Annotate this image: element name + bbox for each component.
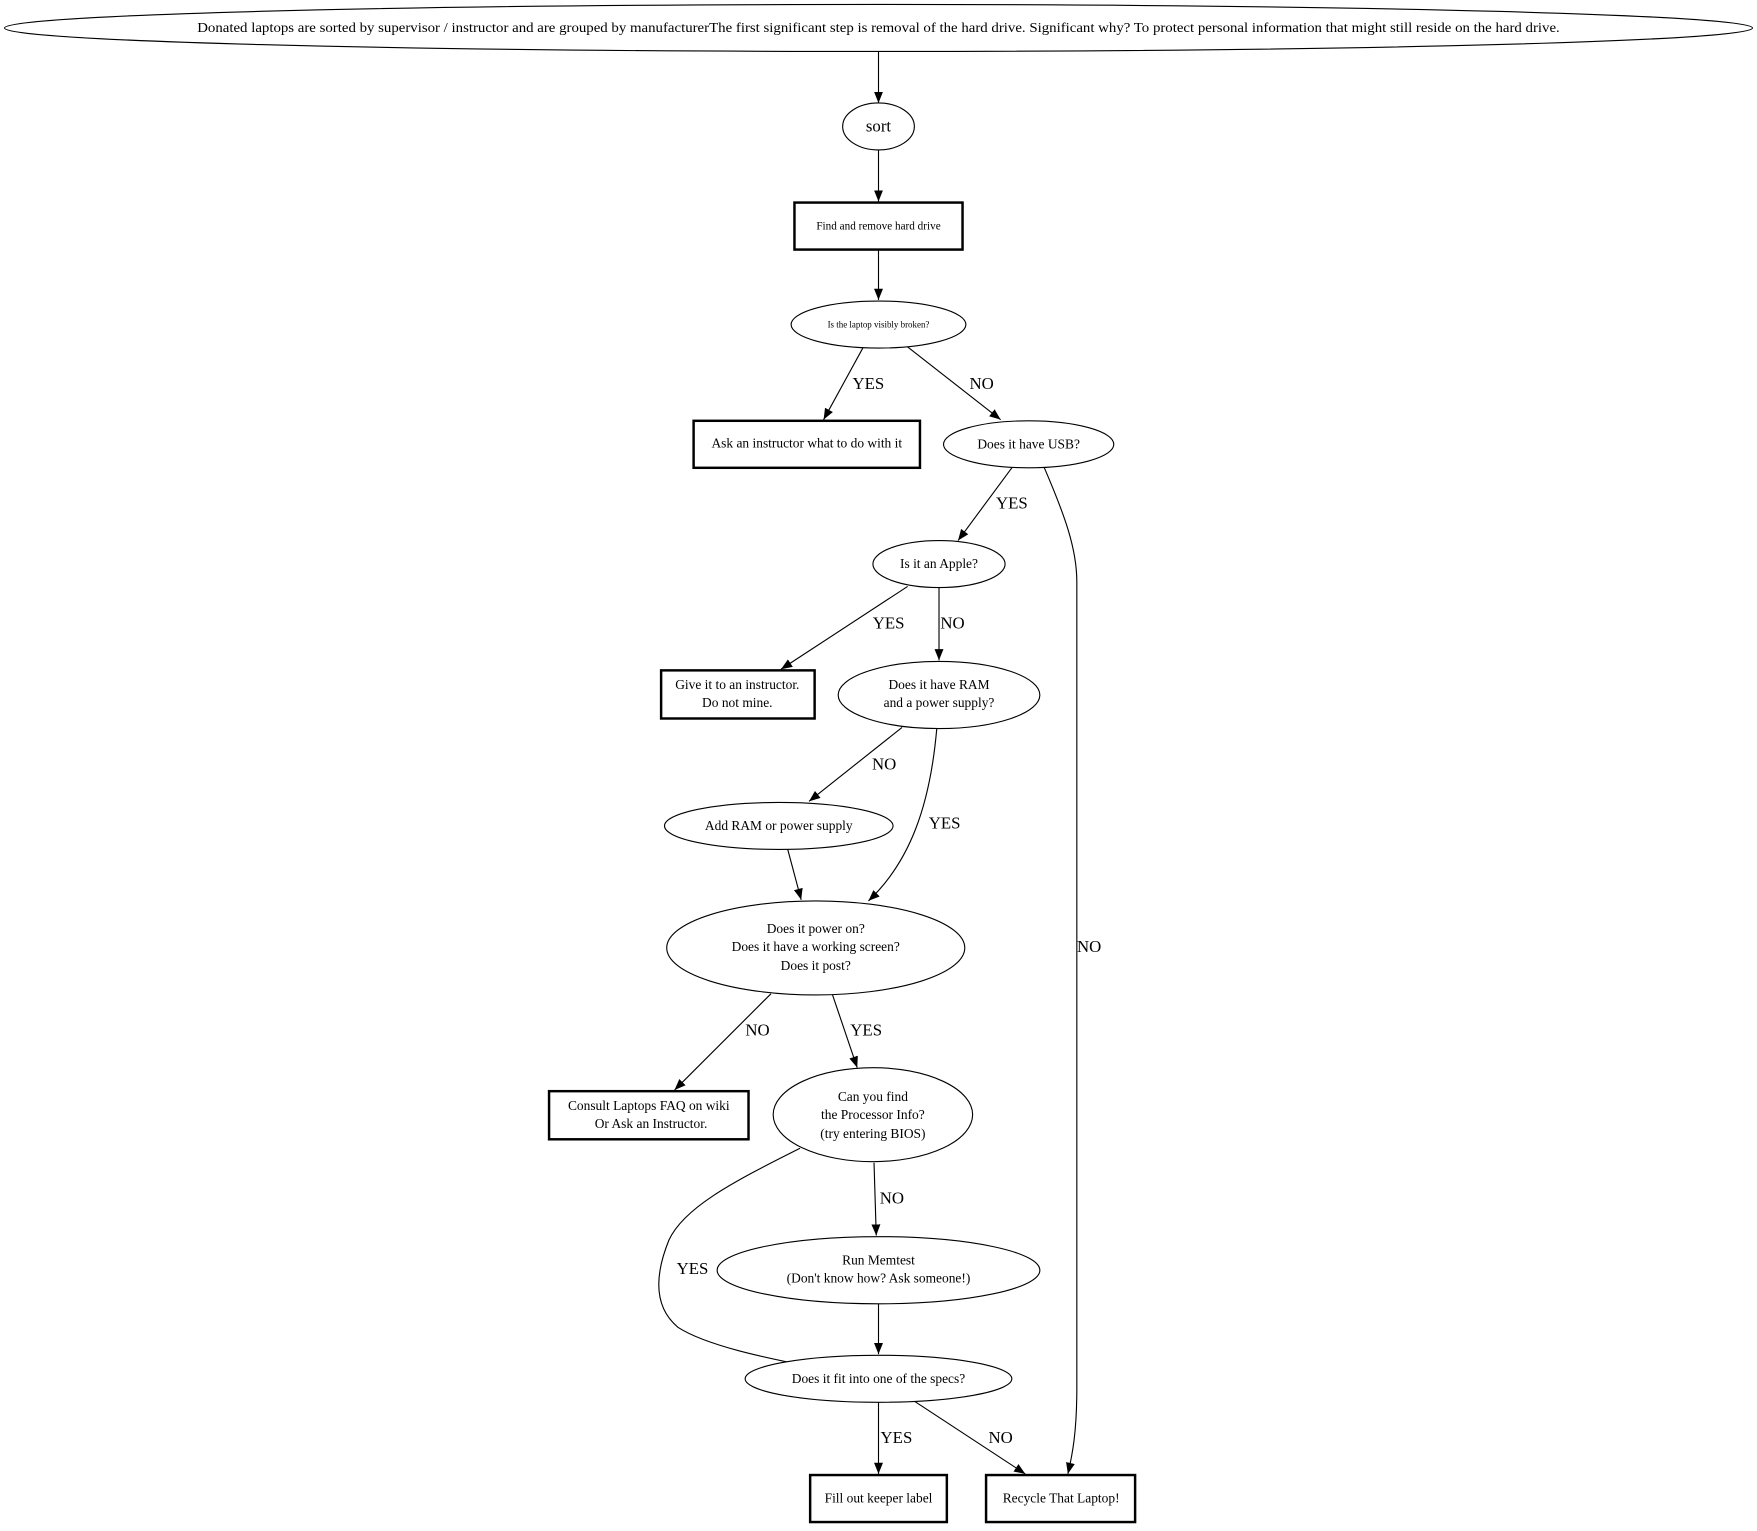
node-visibly-broken: Is the laptop visibly broken? bbox=[790, 300, 967, 349]
edge-proc-yes bbox=[658, 1147, 828, 1373]
edge-ram-yes bbox=[868, 728, 938, 902]
node-sort-text: sort bbox=[866, 116, 892, 135]
node-recycle-text: Recycle That Laptop! bbox=[1003, 1491, 1120, 1506]
node-is-apple-text: Is it an Apple? bbox=[900, 556, 978, 571]
node-give-instructor-line: Give it to an instructor. bbox=[675, 677, 799, 692]
edge-label-apple-no: NO bbox=[940, 613, 964, 632]
node-power-on-line: Does it post? bbox=[781, 958, 851, 973]
node-consult-faq: Consult Laptops FAQ on wiki Or Ask an In… bbox=[547, 1089, 750, 1141]
node-has-usb-text: Does it have USB? bbox=[977, 437, 1080, 452]
edge-broken-no bbox=[907, 346, 1001, 421]
edge-label-ram-yes: YES bbox=[929, 814, 961, 833]
node-keeper-label: Fill out keeper label bbox=[808, 1473, 949, 1524]
edges bbox=[658, 51, 1078, 1475]
edge-ram-no bbox=[808, 727, 903, 802]
edge-label-power-yes: YES bbox=[850, 1021, 882, 1040]
node-processor-info-line: Can you find bbox=[838, 1089, 908, 1104]
edge-power-yes bbox=[832, 994, 858, 1068]
node-has-usb: Does it have USB? bbox=[942, 420, 1115, 469]
node-processor-info-line: (try entering BIOS) bbox=[820, 1126, 925, 1141]
node-memtest: Run Memtest (Don't know how? Ask someone… bbox=[716, 1236, 1041, 1305]
edge-usb-yes bbox=[957, 467, 1013, 541]
edge-usb-no bbox=[1043, 467, 1078, 1475]
edge-apple-yes bbox=[780, 585, 908, 670]
node-ram-power: Does it have RAM and a power supply? bbox=[837, 660, 1041, 730]
edge-broken-yes bbox=[823, 347, 864, 420]
node-intro: Donated laptops are sorted by supervisor… bbox=[3, 3, 1754, 53]
node-give-instructor: Give it to an instructor. Do not mine. bbox=[659, 669, 816, 720]
edge-proc-no bbox=[871, 1162, 881, 1236]
node-sort: sort bbox=[842, 102, 915, 151]
node-consult-faq-line: Consult Laptops FAQ on wiki bbox=[568, 1098, 730, 1113]
node-memtest-line: (Don't know how? Ask someone!) bbox=[787, 1270, 971, 1285]
edge-label-power-no: NO bbox=[745, 1021, 769, 1040]
edge-label-broken-yes: YES bbox=[853, 374, 885, 393]
node-power-on: Does it power on? Does it have a working… bbox=[666, 900, 966, 996]
node-processor-info: Can you find the Processor Info? (try en… bbox=[772, 1067, 974, 1163]
node-add-ram: Add RAM or power supply bbox=[663, 801, 894, 850]
node-remove-drive: Find and remove hard drive bbox=[793, 201, 964, 251]
node-processor-info-line: the Processor Info? bbox=[821, 1107, 925, 1122]
edge-specs-no bbox=[914, 1400, 1026, 1475]
edge-add-power bbox=[787, 849, 803, 900]
edge-label-apple-yes: YES bbox=[873, 613, 905, 632]
node-visibly-broken-text: Is the laptop visibly broken? bbox=[828, 320, 930, 330]
node-give-instructor-line: Do not mine. bbox=[702, 695, 773, 710]
node-consult-faq-line: Or Ask an Instructor. bbox=[595, 1116, 708, 1131]
node-recycle: Recycle That Laptop! bbox=[984, 1473, 1137, 1524]
node-power-on-line: Does it power on? bbox=[767, 921, 865, 936]
edge-label-proc-yes: YES bbox=[677, 1259, 709, 1278]
node-intro-text: Donated laptops are sorted by supervisor… bbox=[197, 20, 1560, 35]
node-ram-power-line: Does it have RAM bbox=[888, 677, 989, 692]
edge-label-ram-no: NO bbox=[872, 754, 896, 773]
node-add-ram-text: Add RAM or power supply bbox=[705, 818, 853, 833]
node-fit-specs: Does it fit into one of the specs? bbox=[744, 1354, 1013, 1403]
node-ask-instructor-text: Ask an instructor what to do with it bbox=[711, 435, 902, 450]
node-ask-instructor: Ask an instructor what to do with it bbox=[692, 419, 922, 470]
edge-label-usb-no: NO bbox=[1077, 937, 1101, 956]
node-fit-specs-text: Does it fit into one of the specs? bbox=[792, 1371, 965, 1386]
edge-label-proc-no: NO bbox=[880, 1189, 904, 1208]
node-is-apple: Is it an Apple? bbox=[872, 539, 1006, 589]
node-keeper-label-text: Fill out keeper label bbox=[825, 1491, 933, 1506]
edge-label-broken-no: NO bbox=[969, 374, 993, 393]
node-ram-power-line: and a power supply? bbox=[884, 695, 995, 710]
node-memtest-line: Run Memtest bbox=[842, 1252, 915, 1267]
edge-label-specs-yes: YES bbox=[881, 1428, 913, 1447]
edge-label-specs-no: NO bbox=[989, 1428, 1013, 1447]
node-remove-drive-text: Find and remove hard drive bbox=[816, 221, 940, 233]
edge-labels: YES NO YES NO YES NO NO YES NO YES NO YE… bbox=[677, 374, 1102, 1447]
node-power-on-line: Does it have a working screen? bbox=[732, 939, 900, 954]
edge-label-usb-yes: YES bbox=[996, 494, 1028, 513]
edge-power-no bbox=[674, 993, 772, 1091]
